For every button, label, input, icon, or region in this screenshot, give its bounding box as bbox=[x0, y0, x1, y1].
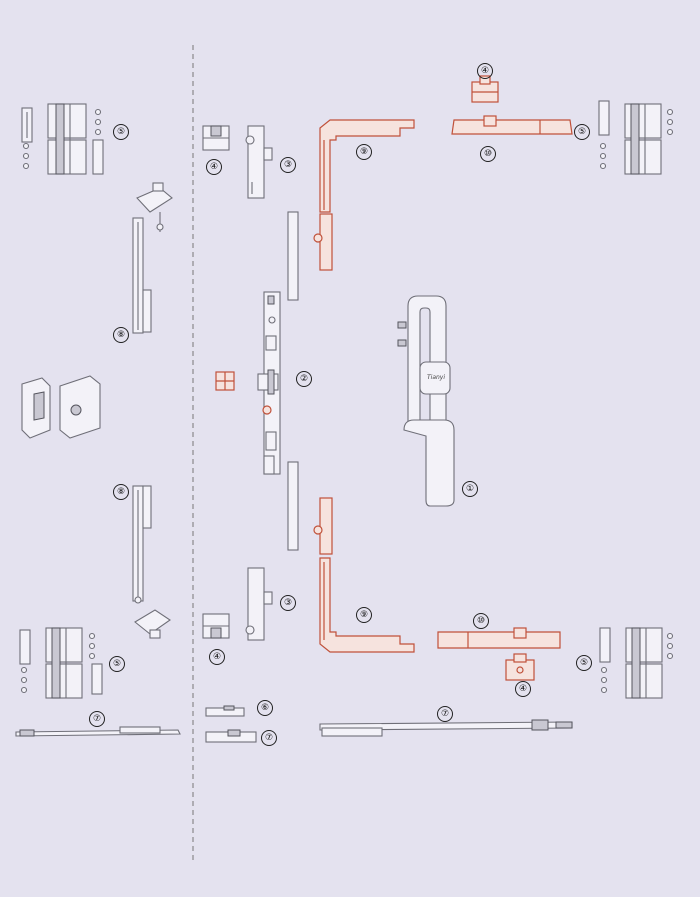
gearbox-main bbox=[257, 291, 281, 475]
callout-4-top: ④ bbox=[477, 63, 493, 79]
corner-drive-bottom bbox=[313, 497, 415, 653]
callout-3-upper: ③ bbox=[280, 157, 296, 173]
friction-stay-right bbox=[319, 719, 573, 737]
keeper-red-top bbox=[471, 75, 499, 103]
callout-5-bottom-right: ⑤ bbox=[576, 655, 592, 671]
callout-7-left: ⑦ bbox=[89, 711, 105, 727]
keeper-3-lower bbox=[245, 567, 273, 641]
corner-keeper-left bbox=[21, 375, 101, 439]
hinge-set-bottom-left bbox=[19, 627, 103, 699]
small-part-6 bbox=[205, 705, 245, 717]
hinge-set-top-right bbox=[598, 100, 674, 175]
stay-arm-top bbox=[132, 182, 173, 334]
extension-rod-upper bbox=[287, 211, 299, 301]
callout-10-bottom: ⑩ bbox=[473, 613, 489, 629]
corner-keeper-red bbox=[215, 371, 235, 391]
handle-brand-logo: Tianyi bbox=[427, 374, 446, 381]
callout-4-left-upper: ④ bbox=[206, 159, 222, 175]
callout-7-middle: ⑦ bbox=[261, 730, 277, 746]
callout-10-top: ⑩ bbox=[480, 146, 496, 162]
callout-5-top-left: ⑤ bbox=[113, 124, 129, 140]
small-part-7-mid bbox=[205, 729, 257, 743]
keeper-red-bottom bbox=[505, 653, 535, 681]
window-handle bbox=[397, 295, 455, 507]
callout-9-bottom: ⑨ bbox=[356, 607, 372, 623]
corner-drive-top bbox=[313, 119, 415, 271]
callout-5-bottom-left: ⑤ bbox=[109, 656, 125, 672]
tilt-plate-bottom bbox=[437, 627, 561, 649]
callout-6: ⑥ bbox=[257, 700, 273, 716]
callout-3-lower: ③ bbox=[280, 595, 296, 611]
callout-9-top: ⑨ bbox=[356, 144, 372, 160]
keeper-4-upper bbox=[202, 125, 230, 151]
stay-arm-bottom bbox=[132, 485, 171, 639]
callout-4-left-lower: ④ bbox=[209, 649, 225, 665]
friction-stay-left bbox=[15, 726, 181, 737]
callout-4-bottom: ④ bbox=[515, 681, 531, 697]
tilt-plate-top bbox=[451, 115, 573, 135]
hinge-set-top-left bbox=[21, 103, 104, 175]
callout-2: ② bbox=[296, 371, 312, 387]
hinge-set-bottom-right bbox=[599, 627, 674, 699]
callout-8-lower: ⑧ bbox=[113, 484, 129, 500]
keeper-3-upper bbox=[245, 125, 273, 199]
callout-8-upper: ⑧ bbox=[113, 327, 129, 343]
extension-rod-lower bbox=[287, 461, 299, 551]
callout-7-right: ⑦ bbox=[437, 706, 453, 722]
callout-1: ① bbox=[462, 481, 478, 497]
callout-5-top-right: ⑤ bbox=[574, 124, 590, 140]
keeper-4-lower bbox=[202, 613, 230, 639]
